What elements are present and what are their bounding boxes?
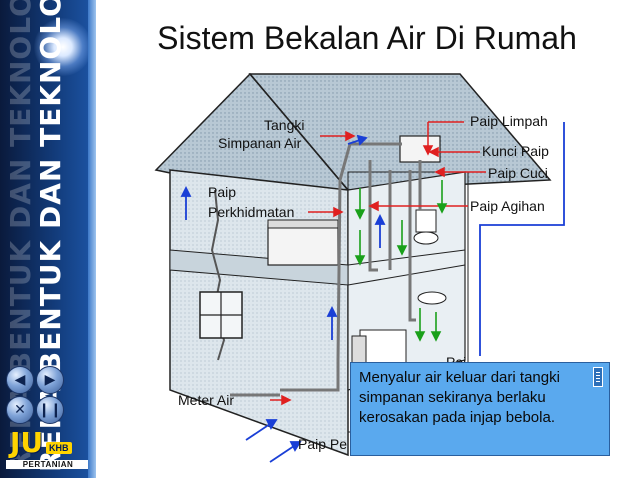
washing-machine (351, 329, 407, 367)
info-popup: Menyalur air keluar dari tangki simpanan… (350, 362, 610, 456)
popup-scroll-icon[interactable] (593, 367, 603, 387)
sink (417, 291, 447, 305)
label-kunci-paip: Kunci Paip (482, 143, 549, 159)
label-tangki-line2: Simpanan Air (218, 135, 302, 151)
storage-tank-roof (399, 135, 441, 163)
red-arrows (270, 121, 486, 406)
slide-title: Sistem Bekalan Air Di Rumah (157, 20, 577, 56)
label-paip-limpah: Paip Limpah (470, 113, 548, 129)
logo: JU KHB PERTANIAN (6, 426, 90, 472)
logo-caption: PERTANIAN (6, 460, 90, 469)
arrow-right-icon[interactable]: ▶ (36, 366, 64, 394)
sidebar: REKA BENTUK DAN TEKNOLOGI REKA BENTUK DA… (0, 0, 96, 478)
close-icon[interactable]: ✕ (6, 396, 34, 424)
house-diagram (154, 72, 565, 463)
light-glow (34, 18, 92, 76)
arrow-left-icon[interactable]: ◀ (6, 366, 34, 394)
logo-letters: JU (10, 426, 44, 459)
label-tangki-line1: Tangki (264, 117, 305, 133)
water-tank-upper (267, 219, 339, 266)
label-meter-air: Meter Air (178, 392, 235, 408)
logo-badge: KHB (46, 442, 72, 454)
label-paip-agihan: Paip Agihan (470, 198, 545, 214)
popup-text: Menyalur air keluar dari tangki simpanan… (359, 369, 560, 426)
label-paip-perkhidmatan-line1: Paip (208, 184, 237, 200)
toilet (413, 209, 439, 245)
label-paip-pe: Paip Pe (298, 436, 348, 452)
green-arrows (354, 180, 448, 342)
label-paip-cuci: Paip Cuci (488, 165, 548, 181)
pause-icon[interactable]: ❙❙ (36, 396, 64, 424)
blue-arrows (180, 122, 565, 463)
label-paip-perkhidmatan-line2: Perkhidmatan (208, 204, 295, 220)
